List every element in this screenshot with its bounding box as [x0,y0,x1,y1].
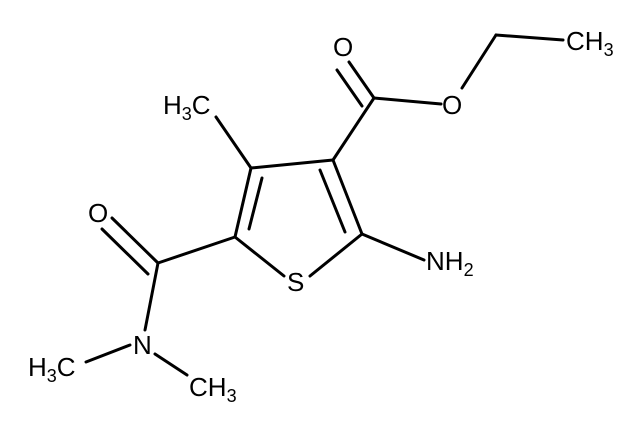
n-methyl-right: CH3 [189,372,237,406]
amino-group: NH2 [426,246,474,280]
bond-c2-nh2 [360,232,426,262]
bond-n-methyl-right [153,352,189,377]
bond-c4-c3 [249,158,335,170]
bond-s-c5 [233,235,286,278]
bond-ester-c-o-double-1 [347,60,376,100]
ester-carbonyl-oxygen: O [333,32,353,62]
bond-n-methyl-left [84,343,132,364]
bond-c3-c2 [331,158,364,236]
n-methyl-left: H3C [28,352,76,386]
ring-methyl: H3C [163,90,211,124]
bond-c5-c4 [233,166,253,239]
bond-ester-c-o-double-2 [335,68,364,108]
bond-c5-c4-double [247,176,264,231]
ester-oxygen: O [442,90,462,120]
ring-sulfur: S [287,267,304,297]
bond-ch2-ch3 [494,33,565,42]
bond-amide-c-o-double-1 [110,216,160,265]
bond-o-ch2 [460,33,498,90]
bond-c3-c2-double [318,168,347,234]
terminal-methyl: CH3 [566,26,614,60]
amide-nitrogen: N [133,330,152,360]
bond-ester-c-o [372,96,443,106]
amide-oxygen: O [88,198,108,228]
bond-amide-c-n [143,261,160,332]
bond-c2-s [308,232,364,278]
bond-c4-methyl [214,115,253,170]
bond-c3-ester-c [331,96,376,162]
bond-c5-amide-c [156,235,237,265]
bond-amide-c-o-double-2 [100,227,150,276]
